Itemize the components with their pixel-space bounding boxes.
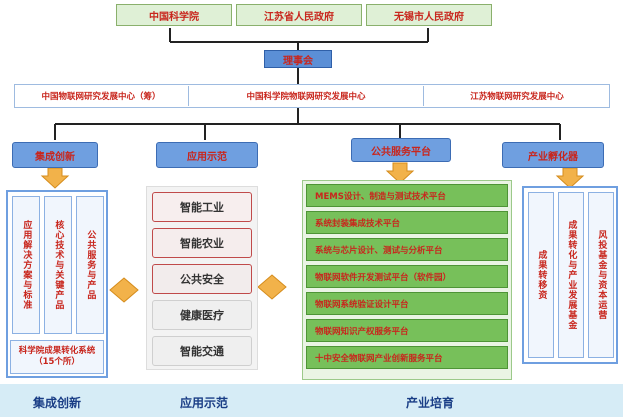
incubator-item-1: 成果转移资 bbox=[528, 192, 554, 358]
integration-footer-label: 科学院成果转化系统（15个所） bbox=[18, 345, 96, 367]
application-smart-transport-label: 智能交通 bbox=[180, 345, 224, 358]
platform-item-7-label: 十中安全物联网产业创新服务平台 bbox=[315, 353, 443, 364]
category-application-label: 应用示范 bbox=[187, 151, 227, 163]
center-jiangsu-iot: 江苏物联网研究发展中心 bbox=[426, 86, 608, 106]
platform-item-2: 系统封装集成技术平台 bbox=[306, 211, 508, 234]
incubator-item-2: 成果转化与产业发展基金 bbox=[558, 192, 584, 358]
platform-item-4: 物联网软件开发测试平台（软件园） bbox=[306, 265, 508, 288]
platform-item-6: 物联网知识产权服务平台 bbox=[306, 319, 508, 342]
integration-item-2-label: 核心技术与关键产品 bbox=[53, 220, 64, 310]
platform-item-4-label: 物联网软件开发测试平台（软件园） bbox=[315, 272, 452, 283]
center-china-iot-label: 中国物联网研究发展中心（筹） bbox=[41, 92, 161, 102]
integration-item-2: 核心技术与关键产品 bbox=[44, 196, 72, 334]
center-cas-iot: 中国科学院物联网研究发展中心 bbox=[188, 86, 424, 106]
bottom-label-integration: 集成创新 bbox=[14, 390, 100, 414]
integration-item-1: 应用解决方案与标准 bbox=[12, 196, 40, 334]
application-public-safety: 公共安全 bbox=[152, 264, 252, 294]
bottom-label-industry: 产业培育 bbox=[370, 390, 490, 414]
integration-footer: 科学院成果转化系统（15个所） bbox=[10, 340, 104, 374]
bottom-label-industry-text: 产业培育 bbox=[405, 395, 454, 410]
application-public-safety-label: 公共安全 bbox=[180, 273, 224, 286]
bottom-label-application-text: 应用示范 bbox=[179, 395, 228, 410]
application-smart-transport: 智能交通 bbox=[152, 336, 252, 366]
integration-item-3: 公共服务与产品 bbox=[76, 196, 104, 334]
application-smart-industry-label: 智能工业 bbox=[180, 201, 224, 214]
platform-item-1: MEMS设计、制造与测试技术平台 bbox=[306, 184, 508, 207]
bottom-band bbox=[0, 384, 623, 417]
org-jiangsu-label: 江苏省人民政府 bbox=[264, 11, 334, 23]
org-cas: 中国科学院 bbox=[116, 4, 232, 26]
category-public-service: 公共服务平台 bbox=[351, 138, 451, 162]
center-jiangsu-iot-label: 江苏物联网研究发展中心 bbox=[470, 92, 564, 102]
org-cas-label: 中国科学院 bbox=[149, 11, 199, 23]
platform-item-3: 系统与芯片设计、测试与分析平台 bbox=[306, 238, 508, 261]
platform-item-5: 物联网系统验证设计平台 bbox=[306, 292, 508, 315]
platform-item-6-label: 物联网知识产权服务平台 bbox=[315, 326, 409, 337]
application-health-care-label: 健康医疗 bbox=[180, 309, 224, 322]
center-cas-iot-label: 中国科学院物联网研究发展中心 bbox=[246, 92, 366, 102]
council-label: 理事会 bbox=[283, 55, 313, 67]
category-industry-incubation-label: 产业孵化器 bbox=[528, 151, 578, 163]
bottom-label-application: 应用示范 bbox=[154, 390, 254, 414]
org-jiangsu: 江苏省人民政府 bbox=[236, 4, 362, 26]
council-box: 理事会 bbox=[264, 50, 332, 68]
platform-item-2-label: 系统封装集成技术平台 bbox=[315, 218, 401, 229]
category-industry-incubation: 产业孵化器 bbox=[502, 142, 604, 168]
integration-item-3-label: 公共服务与产品 bbox=[85, 230, 96, 300]
incubator-item-2-label: 成果转化与产业发展基金 bbox=[566, 220, 577, 330]
platform-item-7: 十中安全物联网产业创新服务平台 bbox=[306, 346, 508, 369]
application-smart-agriculture-label: 智能农业 bbox=[180, 237, 224, 250]
platform-item-5-label: 物联网系统验证设计平台 bbox=[315, 299, 409, 310]
category-integration-label: 集成创新 bbox=[35, 151, 75, 163]
application-smart-industry: 智能工业 bbox=[152, 192, 252, 222]
application-health-care: 健康医疗 bbox=[152, 300, 252, 330]
bottom-label-integration-text: 集成创新 bbox=[32, 395, 81, 410]
incubator-item-3-label: 风投基金与资本运营 bbox=[596, 230, 607, 320]
platform-item-1-label: MEMS设计、制造与测试技术平台 bbox=[315, 191, 446, 202]
category-application: 应用示范 bbox=[156, 142, 258, 168]
center-china-iot: 中国物联网研究发展中心（筹） bbox=[16, 86, 186, 106]
incubator-item-1-label: 成果转移资 bbox=[536, 250, 547, 300]
incubator-item-3: 风投基金与资本运营 bbox=[588, 192, 614, 358]
org-wuxi-label: 无锡市人民政府 bbox=[394, 11, 464, 23]
platform-item-3-label: 系统与芯片设计、测试与分析平台 bbox=[315, 245, 443, 256]
integration-item-1-label: 应用解决方案与标准 bbox=[21, 220, 32, 310]
application-smart-agriculture: 智能农业 bbox=[152, 228, 252, 258]
org-wuxi: 无锡市人民政府 bbox=[366, 4, 492, 26]
category-public-service-label: 公共服务平台 bbox=[371, 146, 431, 158]
category-integration: 集成创新 bbox=[12, 142, 98, 168]
